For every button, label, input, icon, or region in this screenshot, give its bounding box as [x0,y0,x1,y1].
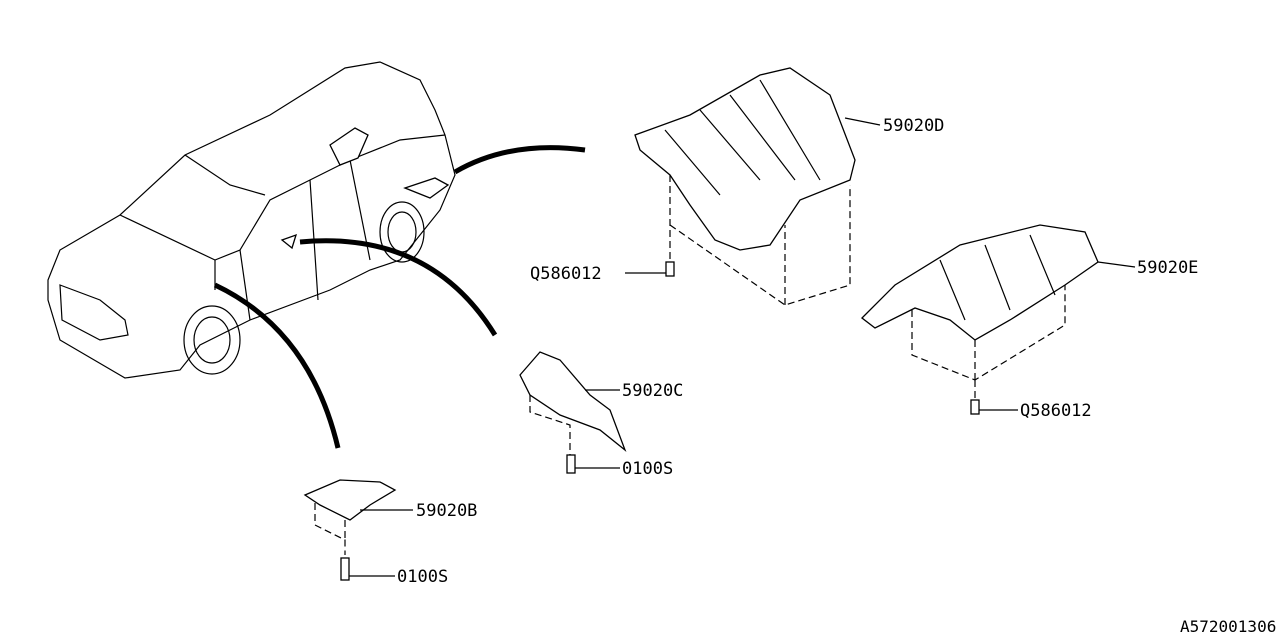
part-59020D[interactable]: 59020D [634,67,944,306]
diagram-id: A572001306 [1180,617,1276,636]
callout-arc-b [213,282,341,449]
callout-arc-d [453,145,586,175]
part-59020C[interactable]: 59020C [519,351,683,455]
part-label-59020C: 59020C [622,381,683,401]
fastener-label-Q586012-right: Q586012 [1020,401,1092,421]
fastener-0100S-upper[interactable]: 0100S [566,454,673,479]
heat-insulator-marker-front [280,233,298,250]
part-label-59020E: 59020E [1137,258,1198,278]
part-label-59020D: 59020D [883,116,944,136]
part-label-59020B: 59020B [416,501,477,521]
heat-insulator-marker-side [403,177,450,199]
fastener-0100S-lower[interactable]: 0100S [340,557,448,587]
callout-arc-c [299,238,498,337]
fastener-Q586012-left[interactable]: Q586012 [530,261,675,284]
fastener-Q586012-right[interactable]: Q586012 [970,380,1092,421]
heat-insulator-marker-rear [329,127,369,166]
part-59020E[interactable]: 59020E [861,224,1198,381]
part-59020B[interactable]: 59020B [303,479,477,555]
fastener-label-0100S-lower: 0100S [397,567,448,587]
fastener-label-Q586012-left: Q586012 [530,264,602,284]
fastener-label-0100S-upper: 0100S [622,459,673,479]
vehicle-illustration [47,61,456,379]
